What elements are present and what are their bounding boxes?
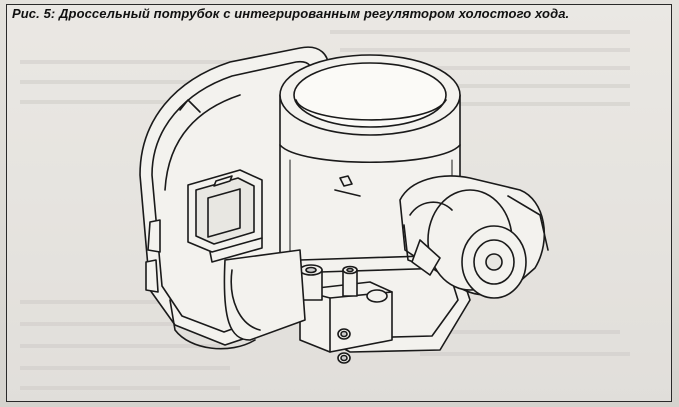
throttle-lever: [399, 175, 549, 299]
idle-air-port-block: [299, 281, 393, 364]
figure-caption: Рис. 5: Дроссельный потрубок с интегриро…: [12, 6, 570, 21]
electrical-connector: [187, 169, 263, 263]
hose-nipples: [299, 264, 358, 301]
actuator-motor-body: [223, 249, 306, 341]
